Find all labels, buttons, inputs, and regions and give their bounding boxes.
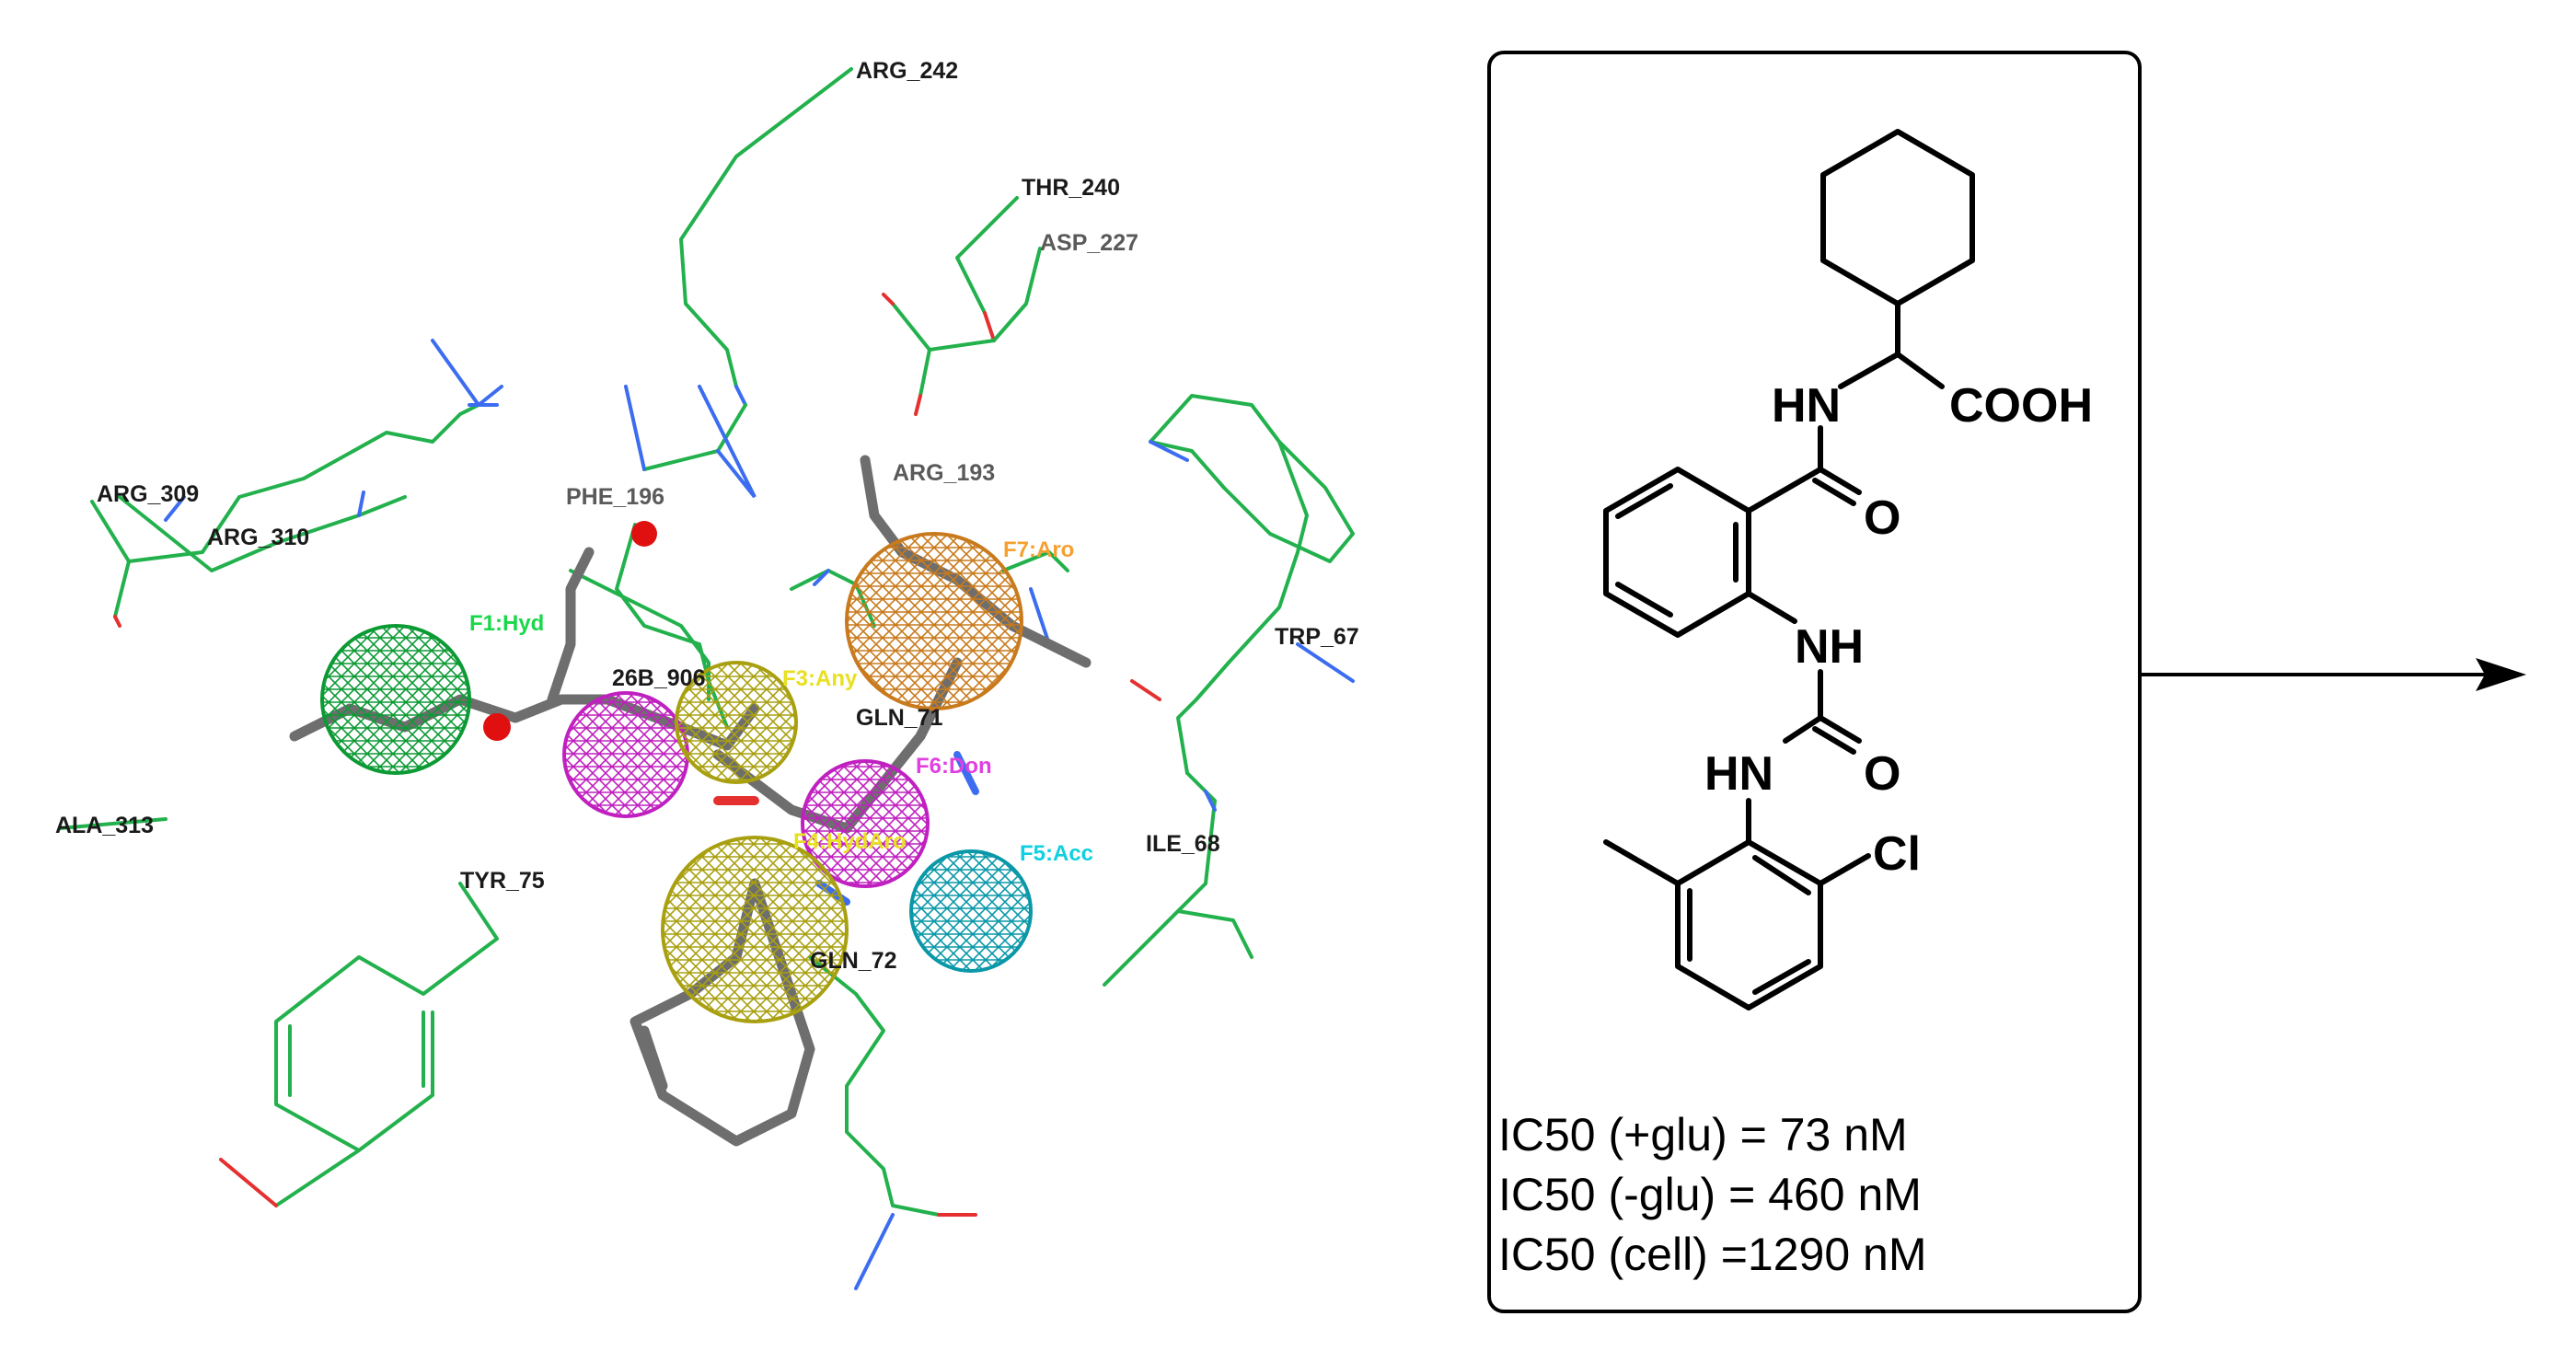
atom-label-nh: NH [1795, 620, 1864, 674]
sphere-f6-don-a [562, 691, 689, 818]
pharmacophore-view: ARG_242 THR_240 ASP_227 ARG_193 ARG_309 … [55, 58, 1359, 1290]
atom-labels: HN COOH O NH HN O Cl [1704, 379, 2093, 881]
arrow [2140, 658, 2526, 691]
ic50-line-glu-minus: IC50 (-glu) = 460 nM [1498, 1169, 1922, 1220]
sphere-f3-any [675, 661, 798, 784]
atom-label-hn-urea: HN [1704, 747, 1773, 801]
feature-labels: F1:Hyd F3:Any F4:HydAro F5:Acc F6:Don F7… [469, 537, 1093, 866]
ic50-line-cell: IC50 (cell) =1290 nM [1498, 1229, 1927, 1280]
compound-panel: HN COOH O NH HN O Cl IC50 (+glu) = 73 nM… [1487, 51, 2142, 1313]
residue-label-arg193: ARG_193 [893, 460, 995, 486]
residue-label-gln72: GLN_72 [810, 948, 896, 974]
residue-label-arg309: ARG_309 [97, 481, 199, 507]
residue-label-tyr75: TYR_75 [460, 868, 545, 894]
atom-label-o2: O [1864, 747, 1900, 801]
residue-label-trp67: TRP_67 [1275, 624, 1359, 650]
residue-label-phe196: PHE_196 [566, 484, 664, 510]
sphere-f5-acc [909, 849, 1033, 973]
residue-label-asp227: ASP_227 [1040, 230, 1138, 256]
feature-label-f6: F6:Don [916, 754, 992, 779]
oxygen-sphere [631, 521, 657, 547]
sphere-f4-hydaro [661, 836, 849, 1023]
residue-label-thr240: THR_240 [1022, 175, 1120, 201]
sphere-f6-don-b [801, 759, 930, 888]
atom-label-cooh: COOH [1949, 379, 2093, 433]
residue-labels: ARG_242 THR_240 ASP_227 ARG_193 ARG_309 … [55, 58, 1359, 974]
feature-spheres [320, 532, 1033, 1023]
atom-label-hn-top: HN [1772, 379, 1841, 433]
sphere-f1-hyd [320, 624, 471, 775]
oxygen-sphere [483, 713, 511, 741]
arrow-head [2476, 658, 2526, 691]
residue-label-arg242: ARG_242 [856, 58, 958, 84]
sphere-f7-aro [845, 532, 1023, 710]
feature-label-f3: F3:Any [782, 666, 858, 691]
chemical-structure [1603, 129, 1975, 1010]
ic50-values: IC50 (+glu) = 73 nM IC50 (-glu) = 460 nM… [1498, 1109, 1927, 1280]
compound-box [1487, 51, 2142, 1313]
atom-label-o1: O [1864, 491, 1900, 545]
residue-label-26b906: 26B_906 [612, 665, 705, 691]
residue-label-ala313: ALA_313 [55, 813, 154, 838]
ic50-line-glu-plus: IC50 (+glu) = 73 nM [1498, 1109, 1908, 1160]
residue-label-gln71: GLN_71 [856, 705, 943, 731]
atom-label-cl: Cl [1873, 827, 1921, 881]
residue-label-ile68: ILE_68 [1146, 831, 1220, 857]
feature-label-f5: F5:Acc [1020, 841, 1093, 866]
feature-label-f1: F1:Hyd [469, 611, 544, 636]
feature-label-f4: F4:HydAro [793, 829, 907, 854]
residue-label-arg310: ARG_310 [207, 525, 309, 550]
feature-label-f7: F7:Aro [1003, 537, 1074, 562]
